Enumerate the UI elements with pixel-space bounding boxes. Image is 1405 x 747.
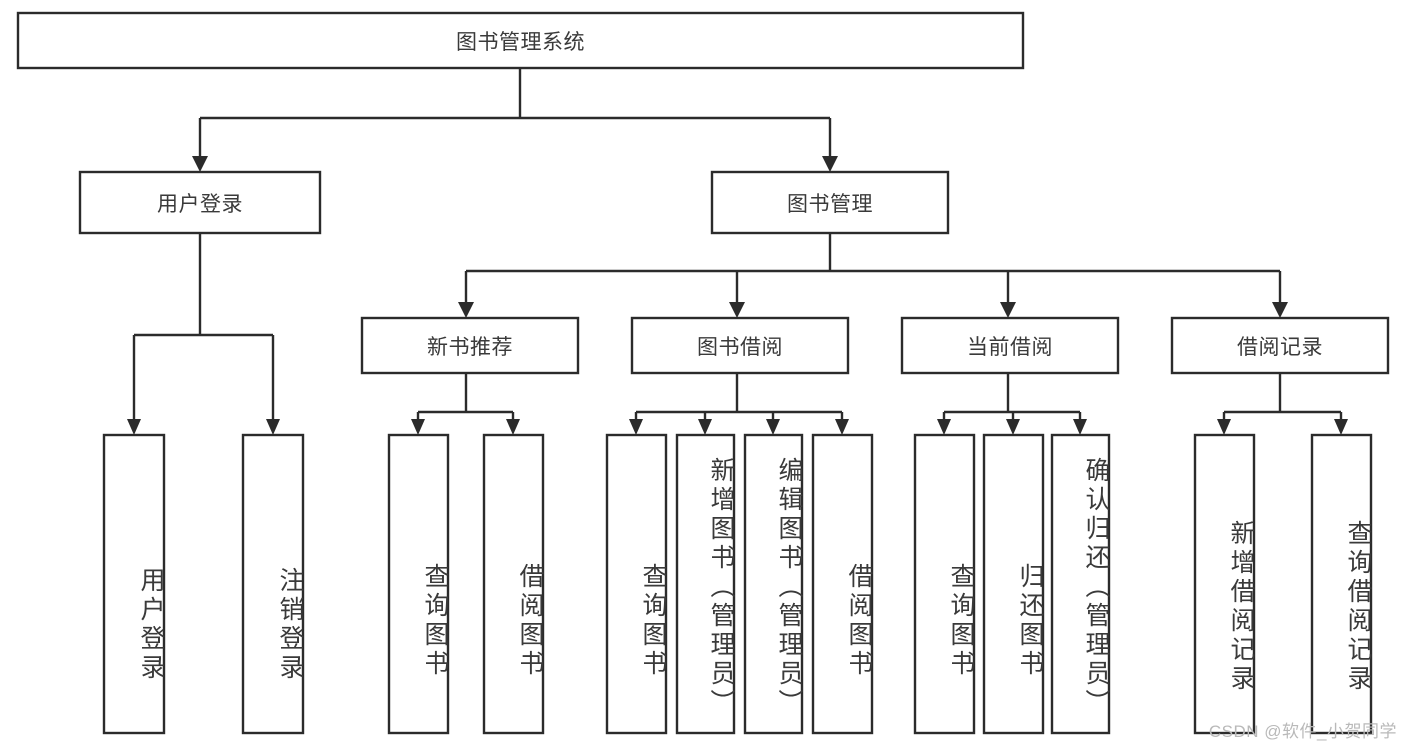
leaf-box-newbook-borrow[interactable] [482, 433, 545, 735]
leaf-box-user-login-logout[interactable] [241, 433, 305, 735]
connector-currentborrow-to-leaves [937, 373, 1087, 435]
connector-userlogin-to-leaves [127, 233, 280, 435]
leaf-box-bookborrow-edit[interactable] [743, 433, 804, 735]
node-box-current-borrow[interactable] [900, 316, 1120, 375]
connector-bookborrow-to-leaves [629, 373, 849, 435]
leaf-box-currentborrow-confirm[interactable] [1050, 433, 1111, 735]
leaf-box-bookborrow-query[interactable] [605, 433, 668, 735]
leaf-box-currentborrow-return[interactable] [982, 433, 1045, 735]
leaf-box-record-add[interactable] [1193, 433, 1256, 735]
watermark-text: CSDN @软件_小贺同学 [1208, 722, 1397, 741]
leaf-box-record-query[interactable] [1310, 433, 1373, 735]
node-box-new-book-recommend[interactable] [360, 316, 580, 375]
connector-newbook-to-leaves [411, 373, 520, 435]
leaf-box-bookborrow-borrow[interactable] [811, 433, 874, 735]
node-box-book-manage[interactable] [710, 170, 950, 235]
connector-bookmanage-to-level3 [458, 233, 1288, 318]
leaf-box-newbook-query[interactable] [387, 433, 450, 735]
connector-borrowrecord-to-leaves [1217, 373, 1348, 435]
leaf-box-bookborrow-add[interactable] [675, 433, 736, 735]
node-box-user-login[interactable] [78, 170, 322, 235]
node-box-borrow-record[interactable] [1170, 316, 1390, 375]
node-box-book-borrow[interactable] [630, 316, 850, 375]
leaf-box-user-login-login[interactable] [102, 433, 166, 735]
leaf-box-currentborrow-query[interactable] [913, 433, 976, 735]
node-box-root[interactable] [16, 11, 1025, 70]
connector-root-to-level2 [192, 68, 838, 172]
